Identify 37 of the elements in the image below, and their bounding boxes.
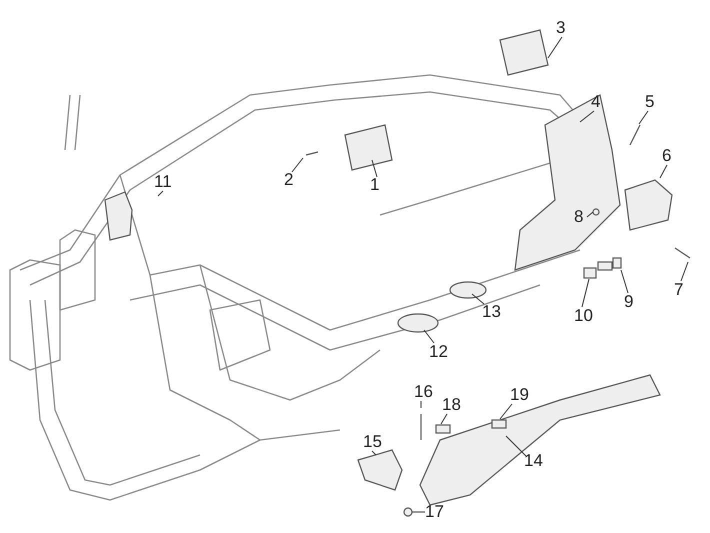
callout-number: 5 (645, 93, 654, 111)
callout-number: 14 (524, 452, 543, 470)
leader-line (158, 190, 164, 196)
callout-number: 4 (591, 93, 600, 111)
callout-number: 10 (574, 307, 593, 325)
leader-line (620, 270, 628, 294)
callout-number: 18 (442, 396, 461, 414)
leader-line (506, 436, 526, 456)
callout-number: 9 (624, 293, 634, 311)
callout-number: 11 (154, 173, 172, 191)
leader-line (638, 110, 648, 124)
leader-line (420, 400, 422, 408)
callout-number: 16 (414, 383, 433, 401)
leader-line (372, 160, 378, 178)
leader-line (660, 164, 668, 178)
leader-line (472, 294, 484, 304)
leader-line (500, 404, 512, 420)
callout-number: 3 (556, 19, 566, 37)
callout-number: 1 (370, 176, 380, 194)
callout-number: 15 (363, 433, 382, 451)
leader-line (586, 212, 594, 218)
leader-line (372, 450, 376, 456)
leader-line (680, 262, 688, 282)
leader-line (424, 330, 434, 344)
leader-line (292, 158, 304, 172)
callout-number: 7 (674, 281, 684, 299)
callout-number: 17 (425, 503, 444, 521)
callout-number: 2 (284, 171, 294, 189)
leader-line (580, 110, 594, 122)
leader-line (440, 414, 448, 424)
callout-number: 6 (662, 147, 672, 165)
leader-line (548, 36, 562, 58)
callout-number: 13 (482, 303, 501, 321)
leader-line (582, 278, 590, 308)
callout-number: 12 (429, 343, 448, 361)
callout-number: 19 (510, 386, 529, 404)
callout-number: 8 (574, 208, 584, 226)
